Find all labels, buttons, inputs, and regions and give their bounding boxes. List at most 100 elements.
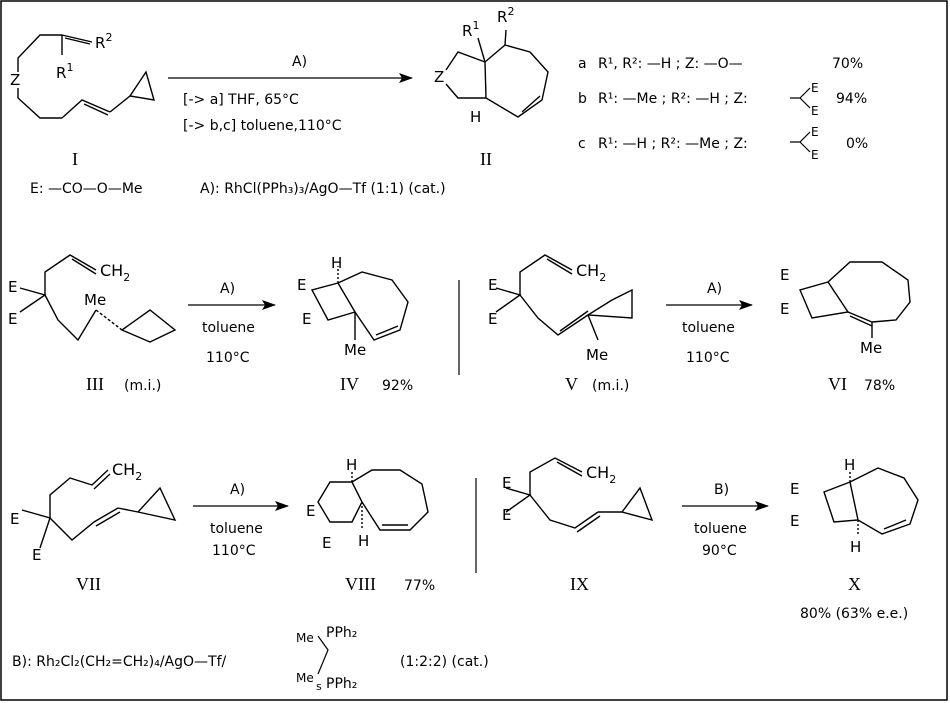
arrow-row2b-solvent: toluene: [682, 320, 735, 336]
compound-VIII-structure: [317, 469, 429, 531]
arrow-top-label: A): [292, 54, 307, 70]
compound-IV-yield: 92%: [382, 378, 413, 394]
arrow-row2b-temp: 110°C: [686, 350, 730, 366]
compound-I-label: I: [72, 149, 78, 169]
compound-II-structure: [445, 29, 549, 118]
compound-X-h2: H: [850, 538, 861, 556]
arrow-row3a-solvent: toluene: [210, 521, 263, 537]
compound-IV-structure: [310, 266, 409, 341]
compound-X-label: X: [848, 574, 861, 594]
compound-V-me: Me: [586, 346, 608, 364]
table-row-b-yield: 94%: [836, 91, 867, 107]
table-row-a-key: a: [578, 56, 587, 72]
compound-II-r2: R2: [497, 5, 514, 26]
compound-I-r1: R1: [56, 61, 73, 82]
ligand-pph2-2: PPh₂: [326, 676, 357, 692]
compound-VIII-h2: H: [358, 532, 369, 550]
compound-X-structure: [823, 467, 919, 536]
compound-I-z: Z: [10, 71, 20, 89]
compound-IX-label: IX: [570, 574, 589, 594]
compound-IX-structure: [505, 457, 654, 533]
table-row-a-yield: 70%: [832, 56, 863, 72]
compound-VIII-label: VIII: [345, 574, 376, 594]
compound-V-e2: E: [488, 310, 497, 328]
compound-II-z: Z: [434, 68, 444, 86]
arrow-row3b-solvent: toluene: [694, 521, 747, 537]
compound-VI-me: Me: [860, 339, 882, 357]
arrow-row3a-temp: 110°C: [212, 543, 256, 559]
compound-IX-e2: E: [502, 506, 511, 524]
arrow-row2a-temp: 110°C: [206, 350, 250, 366]
arrow-row3b-label: B): [714, 482, 729, 498]
table-row-b-e1: E: [811, 81, 819, 95]
table-row-a-text: R¹, R²: —H ; Z: —O—: [598, 56, 743, 72]
compound-I-structure: [17, 34, 155, 119]
compound-II-r1: R1: [462, 19, 479, 40]
compound-V-note: (m.i.): [592, 378, 629, 394]
catalyst-B-ratio: (1:2:2) (cat.): [400, 654, 489, 670]
arrow-top-condition-1: [-> a] THF, 65°C: [183, 92, 299, 108]
catalyst-A-definition: A): RhCl(PPh₃)₃/AgO—Tf (1:1) (cat.): [200, 181, 446, 197]
compound-VI-e2: E: [780, 300, 789, 318]
compound-VII-ch2: CH2: [112, 460, 142, 483]
compound-VII-label: VII: [76, 574, 101, 594]
table-row-c-e1: E: [811, 125, 819, 139]
compound-IV-e2: E: [302, 310, 311, 328]
compound-II-h: H: [470, 108, 481, 126]
arrow-row2a-label: A): [220, 281, 235, 297]
compound-III-ch2: CH2: [100, 261, 130, 284]
chiral-ligand-structure: [317, 635, 329, 675]
compound-X-e2: E: [790, 512, 799, 530]
compound-IV-h: H: [331, 254, 342, 272]
arrow-row3a-label: A): [230, 482, 245, 498]
table-row-c-text: R¹: —H ; R²: —Me ; Z:: [598, 136, 748, 152]
ligand-me-1: Me: [296, 631, 314, 645]
catalyst-B-definition: B): Rh₂Cl₂(CH₂=CH₂)₄/AgO—Tf/: [12, 654, 227, 670]
table-row-b-key: b: [578, 91, 587, 107]
ligand-s-label: s: [316, 680, 322, 693]
table-row-b-text: R¹: —Me ; R²: —H ; Z:: [598, 91, 748, 107]
table-row-c-e2: E: [811, 148, 819, 162]
table-row-c-key: c: [578, 136, 586, 152]
compound-II-label: II: [480, 149, 492, 169]
compound-I-r2: R2: [95, 31, 112, 52]
arrow-top-condition-2: [-> b,c] toluene,110°C: [183, 118, 342, 134]
compound-VII-structure: [21, 469, 177, 549]
compound-III-structure: [19, 254, 177, 343]
compound-IV-e1: E: [297, 276, 306, 294]
compound-VI-label: VI: [828, 374, 847, 394]
compound-V-ch2: CH2: [576, 261, 606, 284]
compound-X-yield: 80% (63% e.e.): [800, 606, 908, 622]
compound-VII-e1: E: [10, 510, 19, 528]
ligand-me-2: Me: [296, 671, 314, 685]
compound-V-label: V: [565, 374, 578, 394]
compound-IV-label: IV: [340, 374, 359, 394]
table-row-b-e2: E: [811, 104, 819, 118]
table-row-c-yield: 0%: [846, 136, 868, 152]
arrow-row2a-solvent: toluene: [202, 320, 255, 336]
compound-III-e2: E: [8, 310, 17, 328]
compound-VIII-e1: E: [306, 502, 315, 520]
arrow-row3b-temp: 90°C: [702, 543, 737, 559]
compound-III-label: III: [86, 374, 104, 394]
compound-VI-e1: E: [780, 266, 789, 284]
compound-VII-e2: E: [32, 546, 41, 564]
ester-definition: E: —CO—O—Me: [30, 181, 143, 197]
compound-IX-ch2: CH2: [586, 463, 616, 486]
compound-IX-e1: E: [502, 474, 511, 492]
compound-X-h1: H: [844, 456, 855, 474]
compound-III-note: (m.i.): [124, 378, 161, 394]
substituent-table: a R¹, R²: —H ; Z: —O— 70% b R¹: —Me ; R²…: [578, 56, 868, 162]
compound-VIII-e2: E: [322, 534, 331, 552]
compound-IV-me: Me: [344, 341, 366, 359]
compound-V-structure: [495, 254, 633, 341]
arrow-row2b-label: A): [707, 281, 722, 297]
compound-X-e1: E: [790, 480, 799, 498]
compound-VIII-h1: H: [346, 456, 357, 474]
compound-V-e1: E: [488, 276, 497, 294]
compound-VIII-yield: 77%: [404, 578, 435, 594]
compound-VI-structure: [799, 261, 911, 338]
compound-III-me: Me: [84, 291, 106, 309]
